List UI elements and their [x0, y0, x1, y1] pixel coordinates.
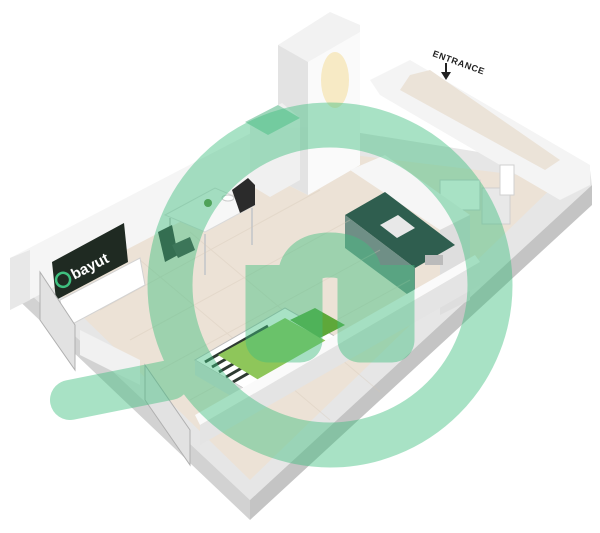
bed — [194, 307, 346, 410]
front-wall — [195, 255, 480, 445]
bathroom-block — [370, 60, 590, 225]
svg-text:ENTRANCE: ENTRANCE — [431, 48, 486, 76]
fridge — [245, 103, 300, 197]
left-window — [39, 270, 191, 467]
entrance-label: ENTRANCE — [431, 48, 486, 76]
entrance-arrow-icon — [441, 63, 451, 80]
kitchen-counter — [345, 192, 455, 300]
watermark-logo — [50, 102, 513, 468]
dining-chairs — [158, 178, 255, 262]
